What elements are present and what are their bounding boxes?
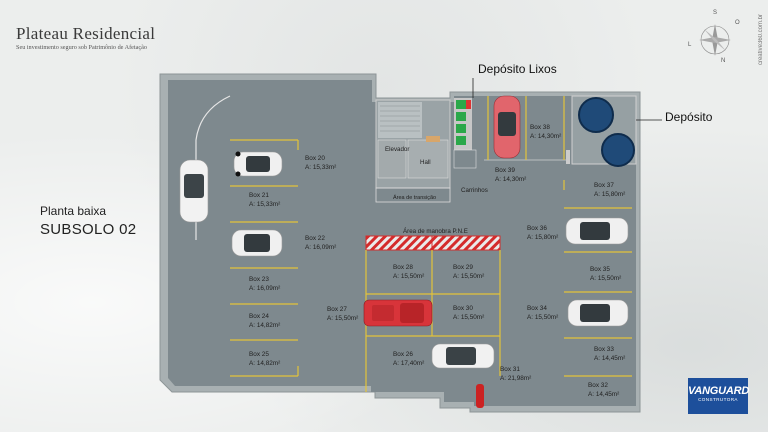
box-name: Box 27 — [327, 306, 347, 313]
car-icon — [231, 229, 283, 257]
car-icon — [233, 151, 283, 177]
box-area: A: 14,30m² — [495, 176, 526, 183]
box-name: Box 39 — [495, 167, 515, 174]
box-labels: Box 20 A: 15,33m² Box 21 A: 15,33m² Box 22… — [249, 124, 625, 398]
logo-name: VANGUARD — [688, 385, 750, 397]
box-name: Box 22 — [305, 235, 325, 242]
box-name: Box 26 — [393, 351, 413, 358]
box-name: Box 38 — [530, 124, 550, 131]
car-icon — [567, 299, 629, 327]
box-name: Box 21 — [249, 192, 269, 199]
box-area: A: 16,09m² — [249, 285, 280, 292]
caption-line2: SUBSOLO 02 — [40, 221, 137, 238]
box-area: A: 15,50m² — [327, 315, 358, 322]
car-icon — [363, 299, 433, 327]
compass-icon: S N L O — [688, 10, 740, 64]
box-area: A: 15,33m² — [305, 164, 336, 171]
car-icon — [565, 217, 629, 245]
floor-caption: Planta baixa SUBSOLO 02 — [40, 204, 136, 238]
callout-lixos: Depósito Lixos — [478, 62, 557, 76]
box-area: A: 21,98m² — [500, 375, 531, 382]
box-area: A: 15,50m² — [453, 314, 484, 321]
brand-subtitle: Seu investimento seguro sob Patrimônio d… — [16, 44, 147, 51]
box-area: A: 15,50m² — [590, 275, 621, 282]
label-transicao: Área de transição — [393, 194, 436, 201]
box-area: A: 15,50m² — [393, 273, 424, 280]
box-area: A: 14,45m² — [588, 391, 619, 398]
box-area: A: 15,50m² — [527, 314, 558, 321]
box-area: A: 15,50m² — [453, 273, 484, 280]
box-area: A: 14,82m² — [249, 322, 280, 329]
box-area: A: 17,40m² — [393, 360, 424, 367]
box-name: Box 37 — [594, 182, 614, 189]
box-name: Box 36 — [527, 225, 547, 232]
door-icon — [566, 150, 570, 164]
box-name: Box 20 — [305, 155, 325, 162]
compass-l: L — [688, 42, 692, 48]
box-name: Box 31 — [500, 366, 520, 373]
box-name: Box 32 — [588, 382, 608, 389]
car-icon — [431, 343, 495, 369]
ramp-marking — [195, 95, 231, 240]
brand-header: Plateau Residencial Seu investimento seg… — [16, 24, 155, 51]
box-name: Box 25 — [249, 351, 269, 358]
box-area: A: 14,30m² — [530, 133, 561, 140]
compass-o: O — [735, 20, 740, 26]
label-carrinhos: Carrinhos — [461, 187, 488, 194]
box-name: Box 35 — [590, 266, 610, 273]
box-area: A: 15,80m² — [594, 191, 625, 198]
box-area: A: 14,82m² — [249, 360, 280, 367]
pne-area — [365, 235, 501, 251]
logo-sub: CONSTRUTORA — [698, 397, 738, 402]
hall-core — [375, 99, 451, 203]
box-name: Box 23 — [249, 276, 269, 283]
label-manobra: Área de manobra P.N.E — [403, 228, 468, 235]
motorcycle-icon — [476, 384, 484, 408]
box-name: Box 29 — [453, 264, 473, 271]
box-area: A: 14,45m² — [594, 355, 625, 362]
compass-n: N — [721, 58, 725, 64]
label-hall: Hall — [420, 159, 431, 166]
compass-s: S — [713, 10, 717, 16]
vanguard-logo: VANGUARD CONSTRUTORA — [688, 378, 750, 414]
box-area: A: 15,80m² — [527, 234, 558, 241]
box-name: Box 30 — [453, 305, 473, 312]
box-name: Box 28 — [393, 264, 413, 271]
box-name: Box 24 — [249, 313, 269, 320]
callout-deposito: Depósito — [665, 110, 713, 124]
box-area: A: 15,33m² — [249, 201, 280, 208]
trash-bins — [454, 98, 472, 150]
caption-line1: Planta baixa — [40, 204, 107, 218]
box-area: A: 16,09m² — [305, 244, 336, 251]
box-name: Box 34 — [527, 305, 547, 312]
car-icon — [179, 159, 209, 223]
brand-title: Plateau Residencial — [16, 24, 156, 43]
storage-room — [571, 95, 637, 167]
box-name: Box 33 — [594, 346, 614, 353]
label-elevador: Elevador — [385, 146, 409, 153]
car-icon — [493, 95, 521, 159]
